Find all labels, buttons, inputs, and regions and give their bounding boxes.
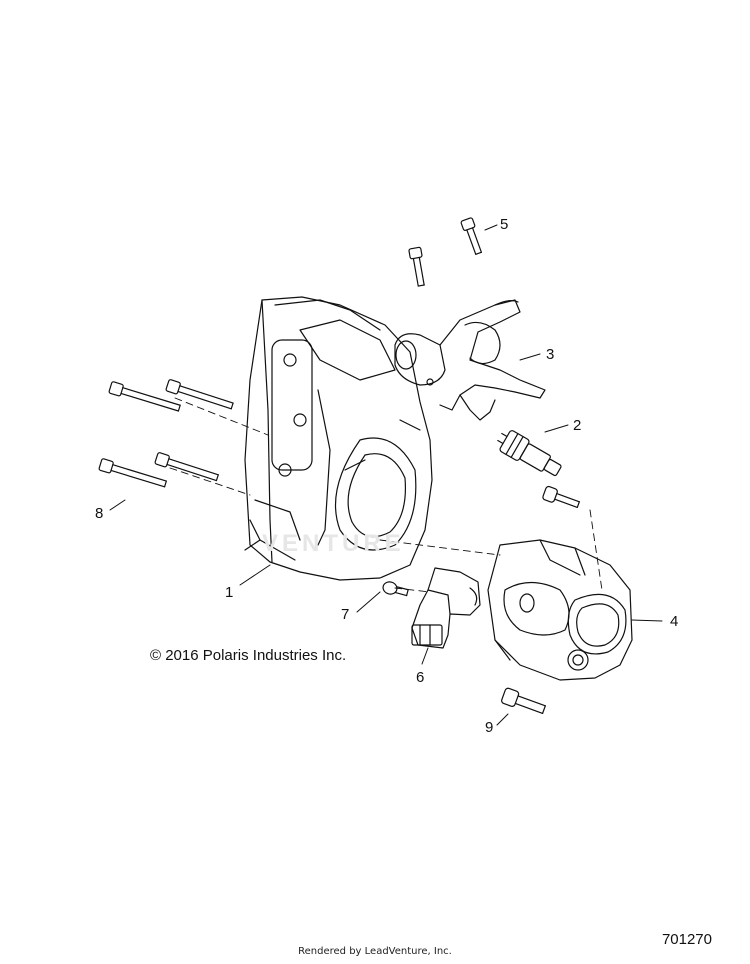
callout-labels: 1 2 3 4 5 6 7 8 9 bbox=[95, 216, 678, 736]
callout-5: 5 bbox=[500, 216, 508, 233]
bolt-part-9-lower bbox=[501, 687, 546, 714]
throttle-body-part-1 bbox=[244, 296, 433, 581]
callout-3: 3 bbox=[546, 346, 554, 363]
alignment-lines bbox=[169, 397, 603, 593]
callout-6: 6 bbox=[416, 669, 424, 686]
callout-7: 7 bbox=[341, 606, 349, 623]
leader-lines bbox=[109, 224, 663, 726]
screw-part-7 bbox=[382, 581, 409, 597]
bolt-part-9-upper bbox=[542, 485, 580, 508]
intake-adapter-part-4 bbox=[487, 539, 633, 681]
callout-2: 2 bbox=[573, 417, 581, 434]
fuel-rail-part-3 bbox=[394, 299, 546, 421]
diagram-id: 701270 bbox=[661, 931, 712, 948]
watermark: VENTURE bbox=[262, 530, 405, 557]
callout-9: 9 bbox=[485, 719, 493, 736]
callout-8: 8 bbox=[95, 505, 103, 522]
bolts-part-5 bbox=[408, 217, 482, 287]
callout-1: 1 bbox=[225, 584, 233, 601]
bolts-part-8 bbox=[98, 379, 234, 488]
sensor-part-6 bbox=[411, 567, 481, 649]
callout-4: 4 bbox=[670, 613, 678, 630]
footer-credit: Rendered by LeadVenture, Inc. bbox=[298, 946, 452, 957]
copyright-notice: © 2016 Polaris Industries Inc. bbox=[150, 647, 347, 664]
fuel-injector-part-2 bbox=[497, 430, 562, 477]
